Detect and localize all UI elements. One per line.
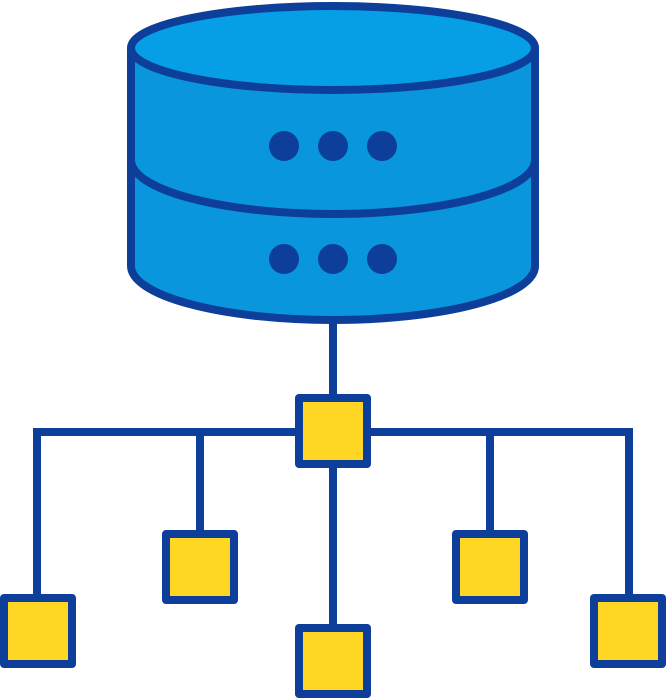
database-tier-2-indicators — [269, 244, 397, 274]
leaf-node-center — [295, 624, 371, 698]
hub-node — [295, 394, 371, 468]
indicator-dot — [367, 244, 397, 274]
database-top-cap — [127, 2, 539, 94]
network-nodes — [0, 394, 666, 698]
indicator-dot — [318, 244, 348, 274]
indicator-dot — [269, 244, 299, 274]
leaf-node-right — [452, 530, 528, 604]
database-body — [127, 44, 539, 324]
indicator-dot — [367, 131, 397, 161]
database-tier-1-indicators — [269, 131, 397, 161]
indicator-dot — [269, 131, 299, 161]
indicator-dot — [318, 131, 348, 161]
leaf-node-far-right — [590, 594, 666, 668]
leaf-node-far-left — [0, 594, 76, 668]
database-icon — [127, 2, 539, 324]
database-tier-divider — [127, 159, 539, 218]
leaf-node-left — [162, 530, 238, 604]
network-connectors — [33, 316, 633, 632]
